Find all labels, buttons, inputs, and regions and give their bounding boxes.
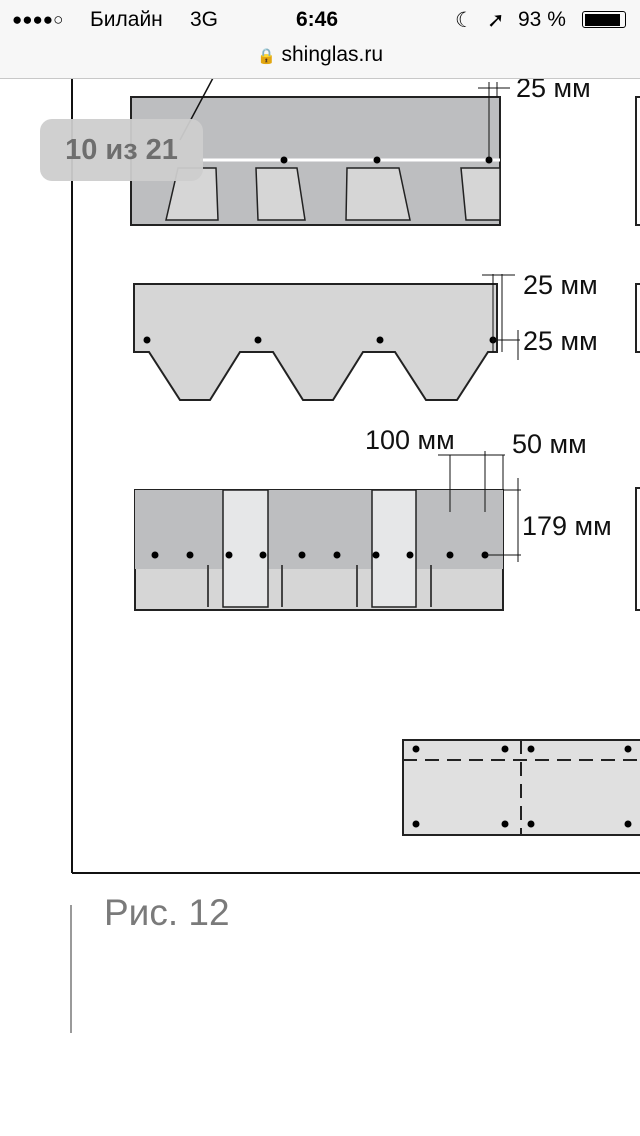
network-type: 3G [190, 8, 219, 31]
address-bar[interactable]: 🔒 shinglas.ru [0, 40, 640, 79]
label-side-offset-2: 25 мм [523, 326, 598, 356]
carrier-name: Билайн [90, 8, 163, 31]
label-side-offset-1: 25 мм [523, 270, 598, 300]
lock-icon: 🔒 [256, 48, 276, 65]
shingle-brick: 100 мм 50 мм 179 мм [134, 425, 612, 611]
shingle-ridge [402, 739, 640, 836]
status-bar: ●●●●○ Билайн 3G 6:46 ☾ ➚ 93 % [0, 0, 640, 40]
shingle-dragon-tooth: 25 мм 25 мм [133, 270, 598, 401]
label-spacing-100: 100 мм [365, 425, 455, 455]
signal-strength-icon: ●●●●○ [12, 10, 64, 29]
label-height-179: 179 мм [522, 511, 612, 541]
url-domain: shinglas.ru [281, 43, 384, 66]
clock: 6:46 [296, 8, 339, 31]
figure-caption: Рис. 12 [104, 892, 230, 933]
label-spacing-50: 50 мм [512, 429, 587, 459]
gallery-counter-badge: 10 из 21 [40, 119, 203, 181]
partial-shapes-right [635, 96, 640, 611]
battery-icon [582, 11, 626, 28]
battery-percent: 93 % [518, 8, 566, 31]
location-arrow-icon: ➚ [487, 9, 505, 32]
caption-divider [70, 905, 72, 1033]
moon-icon: ☾ [455, 9, 474, 32]
